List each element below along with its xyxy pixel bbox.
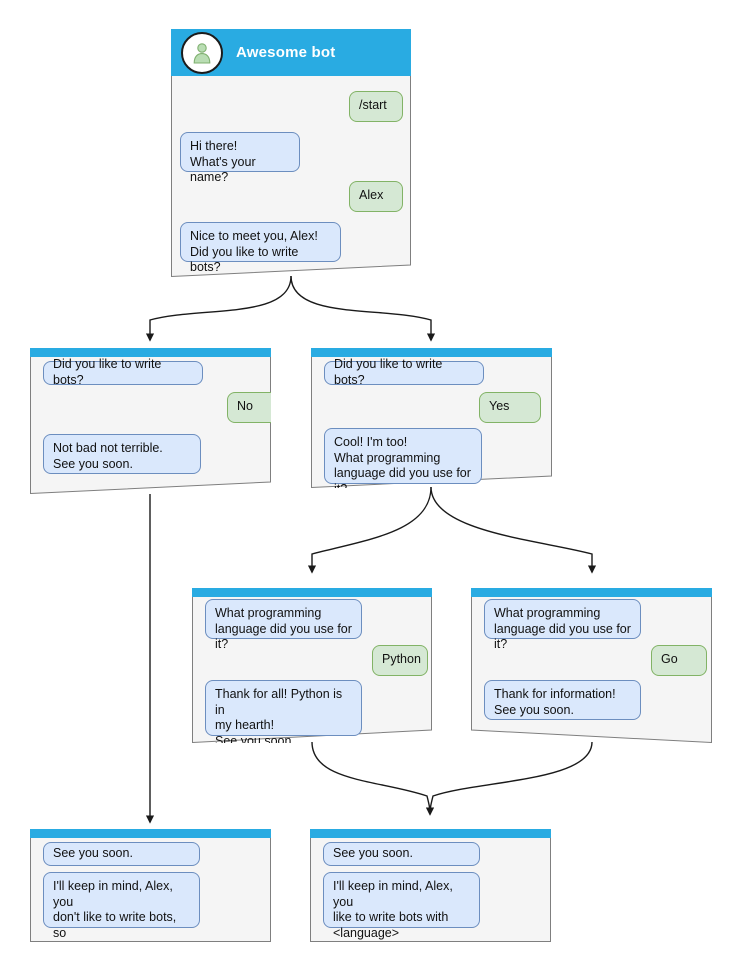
- card-start-chat: /start Hi there! What's your name? Alex …: [171, 29, 411, 277]
- message-bubble-bot: Cool! I'm too! What programming language…: [324, 428, 482, 488]
- message-bubble-bot: Thank for information! See you soon.: [484, 680, 641, 720]
- card-end-yes[interactable]: See you soon. I'll keep in mind, Alex, y…: [310, 829, 551, 942]
- card-go-branch-chat: What programming language did you use fo…: [471, 588, 712, 743]
- message-bubble-bot: Did you like to write bots?: [324, 357, 484, 387]
- message-bubble-bot: Thank for all! Python is in my hearth! S…: [205, 680, 362, 743]
- message-bubble-bot: What programming language did you use fo…: [484, 599, 641, 651]
- edge-start-to-yes: [290, 275, 436, 342]
- card-end-yes-titlebar: [310, 829, 551, 838]
- message-bubble-bot: I'll keep in mind, Alex, you like to wri…: [323, 872, 480, 940]
- edge-go-to-end-yes: [425, 741, 593, 816]
- card-python-branch-titlebar: [192, 588, 432, 597]
- card-go-branch[interactable]: What programming language did you use fo…: [471, 588, 712, 743]
- card-no-branch[interactable]: Did you like to write bots? No Not bad n…: [30, 348, 271, 494]
- bot-title: Awesome bot: [236, 44, 336, 61]
- message-bubble-bot: See you soon.: [43, 842, 200, 866]
- card-no-branch-chat: Did you like to write bots? No Not bad n…: [30, 348, 271, 494]
- edge-start-to-no: [145, 275, 292, 342]
- message-bubble-bot: Hi there! What's your name?: [180, 132, 300, 184]
- card-yes-branch[interactable]: Did you like to write bots? Yes Cool! I'…: [311, 348, 552, 488]
- card-no-branch-titlebar: [30, 348, 271, 357]
- card-python-branch[interactable]: What programming language did you use fo…: [192, 588, 432, 743]
- message-bubble-user: Alex: [349, 181, 403, 212]
- edge-yes-to-go: [430, 486, 597, 574]
- card-go-branch-titlebar: [471, 588, 712, 597]
- message-bubble-bot: What programming language did you use fo…: [205, 599, 362, 651]
- card-start[interactable]: Awesome bot /start Hi there! What's your…: [171, 29, 411, 277]
- card-end-no-chat: See you soon. I'll keep in mind, Alex, y…: [30, 829, 271, 942]
- edge-yes-to-python: [307, 486, 432, 574]
- card-python-branch-chat: What programming language did you use fo…: [192, 588, 432, 743]
- message-bubble-user: No: [227, 392, 271, 423]
- message-bubble-user: /start: [349, 91, 403, 122]
- person-avatar-icon: [181, 31, 223, 74]
- message-bubble-user: Go: [651, 645, 707, 676]
- card-yes-branch-chat: Did you like to write bots? Yes Cool! I'…: [311, 348, 552, 488]
- card-end-no[interactable]: See you soon. I'll keep in mind, Alex, y…: [30, 829, 271, 942]
- message-bubble-bot: Did you like to write bots?: [43, 357, 203, 387]
- message-bubble-bot: See you soon.: [323, 842, 480, 866]
- message-bubble-bot: I'll keep in mind, Alex, you don't like …: [43, 872, 200, 942]
- card-end-yes-chat: See you soon. I'll keep in mind, Alex, y…: [310, 829, 551, 942]
- card-end-no-titlebar: [30, 829, 271, 838]
- message-bubble-user: Python: [372, 645, 428, 676]
- message-bubble-bot: Nice to meet you, Alex! Did you like to …: [180, 222, 341, 274]
- edge-python-to-end-yes: [311, 741, 435, 816]
- message-bubble-bot: Not bad not terrible. See you soon.: [43, 434, 201, 474]
- card-yes-branch-titlebar: [311, 348, 552, 357]
- message-bubble-user: Yes: [479, 392, 541, 423]
- card-start-titlebar: Awesome bot: [171, 29, 411, 76]
